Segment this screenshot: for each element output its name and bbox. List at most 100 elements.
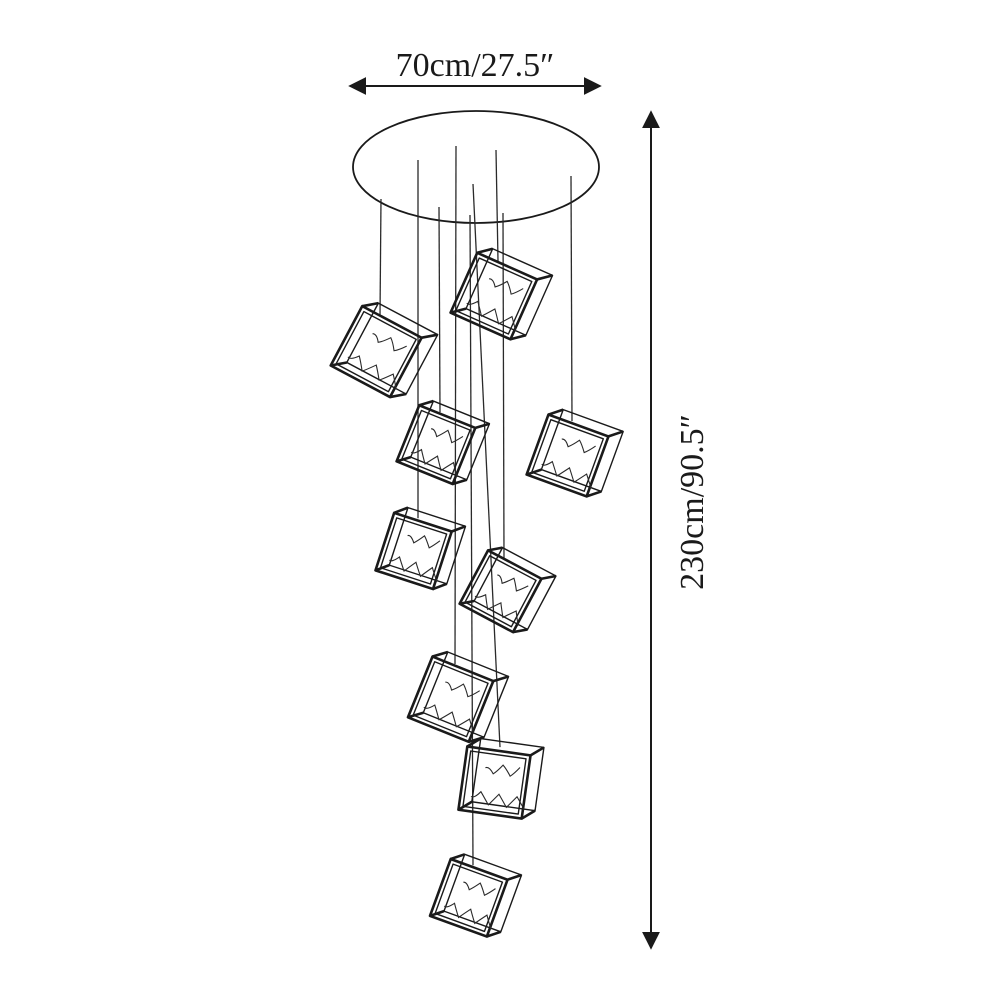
filament: [407, 534, 441, 549]
cube-front-face: [374, 511, 453, 591]
cube-front-face: [395, 403, 477, 486]
cube-back-face: [388, 506, 467, 585]
cube-back-face: [471, 737, 545, 812]
cube-edge: [457, 800, 473, 811]
cube-edge: [492, 675, 509, 683]
cube-edge: [421, 333, 438, 339]
suspension-wire: [570, 175, 573, 422]
cube-pendant: [525, 408, 624, 498]
filament: [410, 448, 458, 478]
suspension-wire: [502, 212, 505, 560]
cube-front-face-inner: [531, 419, 605, 492]
cube-edge: [396, 455, 412, 463]
filament: [497, 574, 529, 592]
cube-edge: [432, 650, 449, 658]
cube-edge: [432, 582, 448, 591]
ceiling-canopy: [352, 110, 600, 224]
cube-edge: [507, 873, 522, 881]
cube-pendant: [458, 546, 557, 634]
cube-edge: [526, 468, 542, 476]
cube-edge: [536, 274, 553, 281]
cube-edge: [487, 546, 503, 552]
cube-edge: [451, 525, 466, 533]
filament: [463, 881, 496, 897]
cube-edge: [429, 909, 445, 918]
filament: [541, 460, 592, 489]
filament: [445, 681, 481, 698]
cube-edge: [520, 809, 536, 820]
cube-front-face: [428, 857, 509, 938]
cube-front-face-inner: [335, 310, 417, 393]
cube-edge: [459, 599, 475, 606]
suspension-wire: [495, 149, 499, 262]
cube-pendant: [428, 853, 523, 938]
filament: [470, 790, 525, 811]
cube-edge: [330, 361, 348, 367]
suspension-wire: [379, 198, 382, 317]
cube-pendant: [449, 247, 554, 341]
cube-edge: [389, 392, 407, 399]
cube-edge: [608, 430, 624, 438]
cube-edge: [586, 490, 602, 498]
suspension-wire: [469, 214, 474, 866]
cube-front-face: [458, 549, 543, 634]
cube-edge: [512, 628, 528, 634]
cube-edge: [450, 853, 466, 861]
cube-edge: [362, 301, 379, 308]
cube-edge: [529, 746, 545, 757]
cube-edge: [548, 408, 564, 416]
cube-back-face: [422, 651, 510, 738]
cube-edge: [541, 574, 557, 581]
cube-pendant: [406, 650, 510, 744]
cube-pendant: [395, 399, 491, 486]
suspension-wire: [454, 145, 457, 665]
cube-edge: [393, 506, 409, 515]
filament: [430, 428, 464, 444]
filament: [474, 593, 519, 626]
filament: [466, 300, 517, 332]
cube-front-face-inner: [464, 555, 537, 628]
cube-back-face: [410, 400, 491, 481]
cube-pendant: [457, 737, 545, 820]
cube-edge: [486, 930, 502, 938]
filament: [372, 333, 407, 352]
filament: [423, 704, 475, 734]
width-dimension: 70cm/27.5″: [348, 47, 602, 95]
cube-edge: [450, 307, 467, 314]
cube-back-face: [540, 408, 624, 493]
height-dimension: 230cm/90.5″: [642, 110, 711, 950]
cube-edge: [375, 563, 390, 572]
cube-front-face-inner: [434, 863, 504, 933]
suspension-wire: [472, 183, 501, 748]
cube-edge: [407, 711, 424, 719]
cube-back-face: [473, 546, 557, 631]
cube-front-face: [525, 413, 610, 498]
cube-back-face: [346, 302, 439, 395]
filament: [443, 902, 492, 930]
cube-front-face-inner: [455, 257, 533, 335]
filament: [561, 438, 596, 454]
cube-pendant: [329, 301, 439, 399]
filament: [489, 278, 524, 295]
cube-edge: [474, 422, 490, 430]
cube-pendant: [374, 506, 467, 591]
cube-front-face: [457, 745, 532, 820]
cube-front-face-inner: [401, 409, 471, 480]
suspension-wires: [379, 145, 573, 866]
cube-back-face: [465, 248, 554, 336]
cube-pendants: [329, 247, 624, 938]
cube-front-face-inner: [379, 517, 448, 585]
filament: [485, 764, 521, 777]
cube-edge: [452, 478, 468, 486]
height-label: 230cm/90.5″: [674, 414, 711, 590]
cube-front-face: [329, 304, 423, 399]
filament: [389, 556, 438, 582]
cube-front-face: [449, 251, 539, 341]
cube-front-face-inner: [462, 750, 527, 815]
cube-front-face-inner: [412, 661, 489, 738]
cube-edge: [418, 399, 434, 407]
cube-front-face: [406, 655, 495, 744]
suspension-wire: [438, 206, 441, 413]
cube-edge: [476, 247, 494, 255]
